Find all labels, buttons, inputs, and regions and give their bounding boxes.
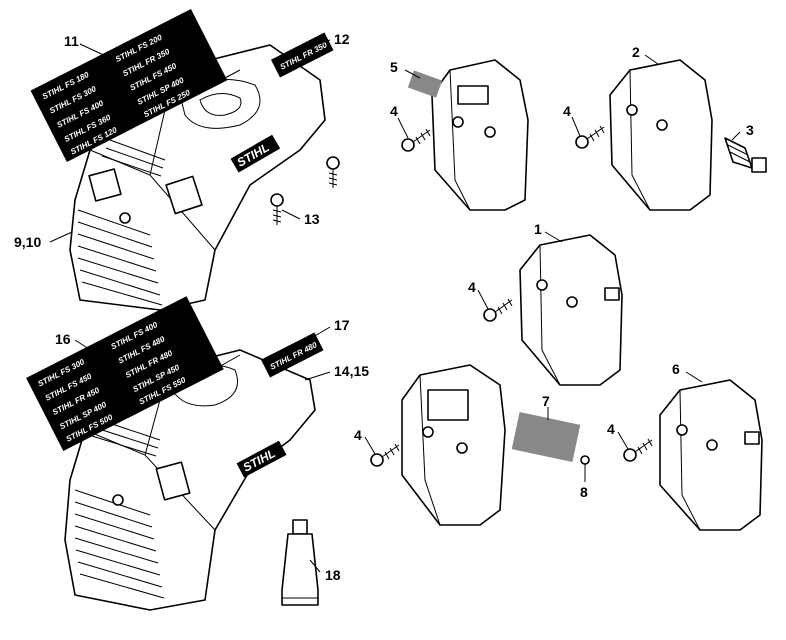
part-number-7: 7 — [542, 393, 550, 409]
screw-4c — [483, 298, 513, 322]
part-number-6: 6 — [672, 361, 680, 377]
muffler-6 — [659, 379, 763, 531]
screw-4b — [575, 125, 605, 149]
leader-lines — [49, 39, 741, 573]
part-number-8: 8 — [580, 484, 588, 500]
decal-sheet-bottom: STIHL FS 300 STIHL FS 400 STIHL FS 450 S… — [26, 296, 224, 452]
screw-13b — [270, 193, 284, 225]
part-number-9-10: 9,10 — [14, 234, 41, 250]
screw-13a — [326, 156, 340, 188]
part-number-11: 11 — [64, 33, 79, 49]
part-number-4a: 4 — [390, 103, 398, 119]
part-number-4e: 4 — [607, 421, 615, 437]
decal-sheet-top: STIHL FS 180 STIHL FS 200 STIHL FS 300 S… — [30, 8, 228, 162]
decal-single-bottom: STIHL FR 480 — [260, 332, 324, 378]
part-number-4c: 4 — [468, 279, 476, 295]
part-number-3: 3 — [746, 122, 754, 138]
part-number-5: 5 — [390, 59, 398, 75]
screw-4a — [401, 128, 431, 152]
part-number-18: 18 — [325, 567, 341, 583]
part-number-14-15: 14,15 — [334, 363, 369, 379]
screw-4e — [623, 438, 653, 462]
spark-arrestor-screen-7 — [511, 411, 581, 463]
engine-shroud-upper: STIHL — [69, 44, 326, 311]
part-number-1: 1 — [534, 221, 542, 237]
part-number-12: 12 — [334, 31, 350, 47]
grease-tube — [281, 519, 319, 606]
spark-arrestor-screen-5 — [407, 70, 443, 98]
part-number-13: 13 — [304, 211, 320, 227]
muffler-bottom-center — [401, 364, 506, 526]
part-number-4b: 4 — [563, 103, 571, 119]
part-number-17: 17 — [334, 317, 350, 333]
screw-4d — [370, 443, 400, 467]
part-number-2: 2 — [632, 44, 640, 60]
part-number-16: 16 — [55, 331, 71, 347]
part-number-4d: 4 — [354, 427, 362, 443]
muffler-top-center — [431, 59, 529, 211]
muffler-2 — [609, 59, 713, 211]
exhaust-nozzle-3 — [724, 137, 767, 173]
muffler-1 — [519, 234, 623, 386]
screw-8 — [580, 455, 590, 472]
